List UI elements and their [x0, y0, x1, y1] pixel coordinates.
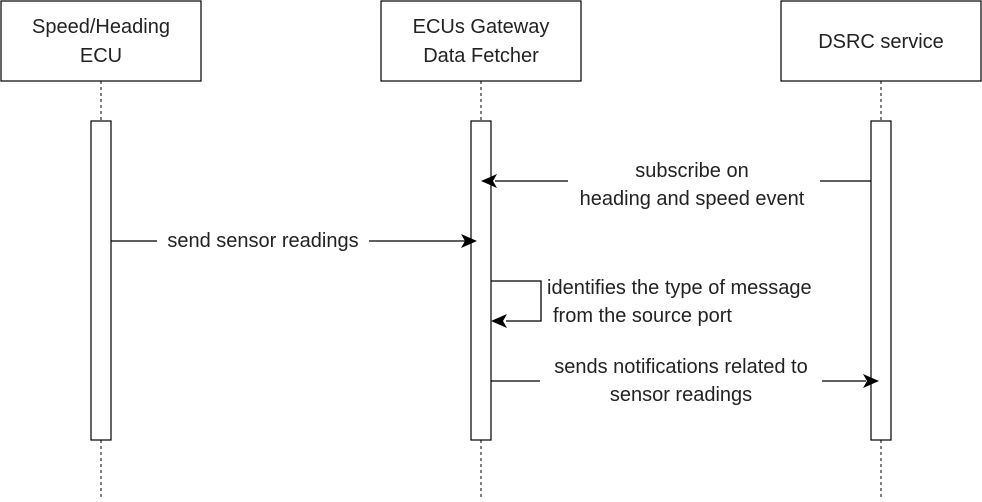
- participant-box: [380, 0, 582, 82]
- arrowhead-icon: [863, 374, 879, 388]
- participant-speed-heading-ecu[interactable]: Speed/Heading ECU: [0, 0, 202, 82]
- participant-box: [0, 0, 202, 82]
- arrowhead-icon: [491, 314, 507, 328]
- message-label-background: [157, 228, 369, 254]
- message-label-line2: from the source port: [553, 305, 732, 327]
- activation-speed-heading-ecu[interactable]: [90, 120, 112, 441]
- message-label-line1: subscribe on: [635, 160, 748, 182]
- message-label-line1: identifies the type of message: [547, 277, 812, 299]
- message-self-loop: [491, 280, 542, 322]
- participant-gateway[interactable]: ECUs Gateway Data Fetcher: [380, 0, 582, 82]
- message-notify[interactable]: sends notifications related to sensor re…: [491, 356, 879, 406]
- message-label: send sensor readings: [167, 230, 358, 252]
- participant-label: DSRC service: [818, 31, 944, 53]
- message-send-readings[interactable]: send sensor readings: [111, 228, 477, 254]
- activation-dsrc[interactable]: [870, 120, 892, 441]
- message-subscribe[interactable]: subscribe on heading and speed event: [481, 160, 871, 210]
- activation-gateway[interactable]: [470, 120, 492, 441]
- participant-label-line2: ECU: [80, 45, 122, 67]
- arrowhead-icon: [481, 174, 497, 188]
- arrowhead-icon: [461, 234, 477, 248]
- message-label-line1: sends notifications related to: [554, 356, 808, 378]
- participant-box: [780, 0, 982, 82]
- participant-dsrc[interactable]: DSRC service: [780, 0, 982, 82]
- participant-label-line1: ECUs Gateway: [413, 16, 550, 38]
- message-identify[interactable]: identifies the type of message from the …: [491, 277, 812, 328]
- message-label-line2: heading and speed event: [580, 188, 805, 210]
- message-label-line2: sensor readings: [610, 384, 752, 406]
- participant-label-line1: Speed/Heading: [32, 16, 170, 38]
- participant-label-line2: Data Fetcher: [423, 45, 539, 67]
